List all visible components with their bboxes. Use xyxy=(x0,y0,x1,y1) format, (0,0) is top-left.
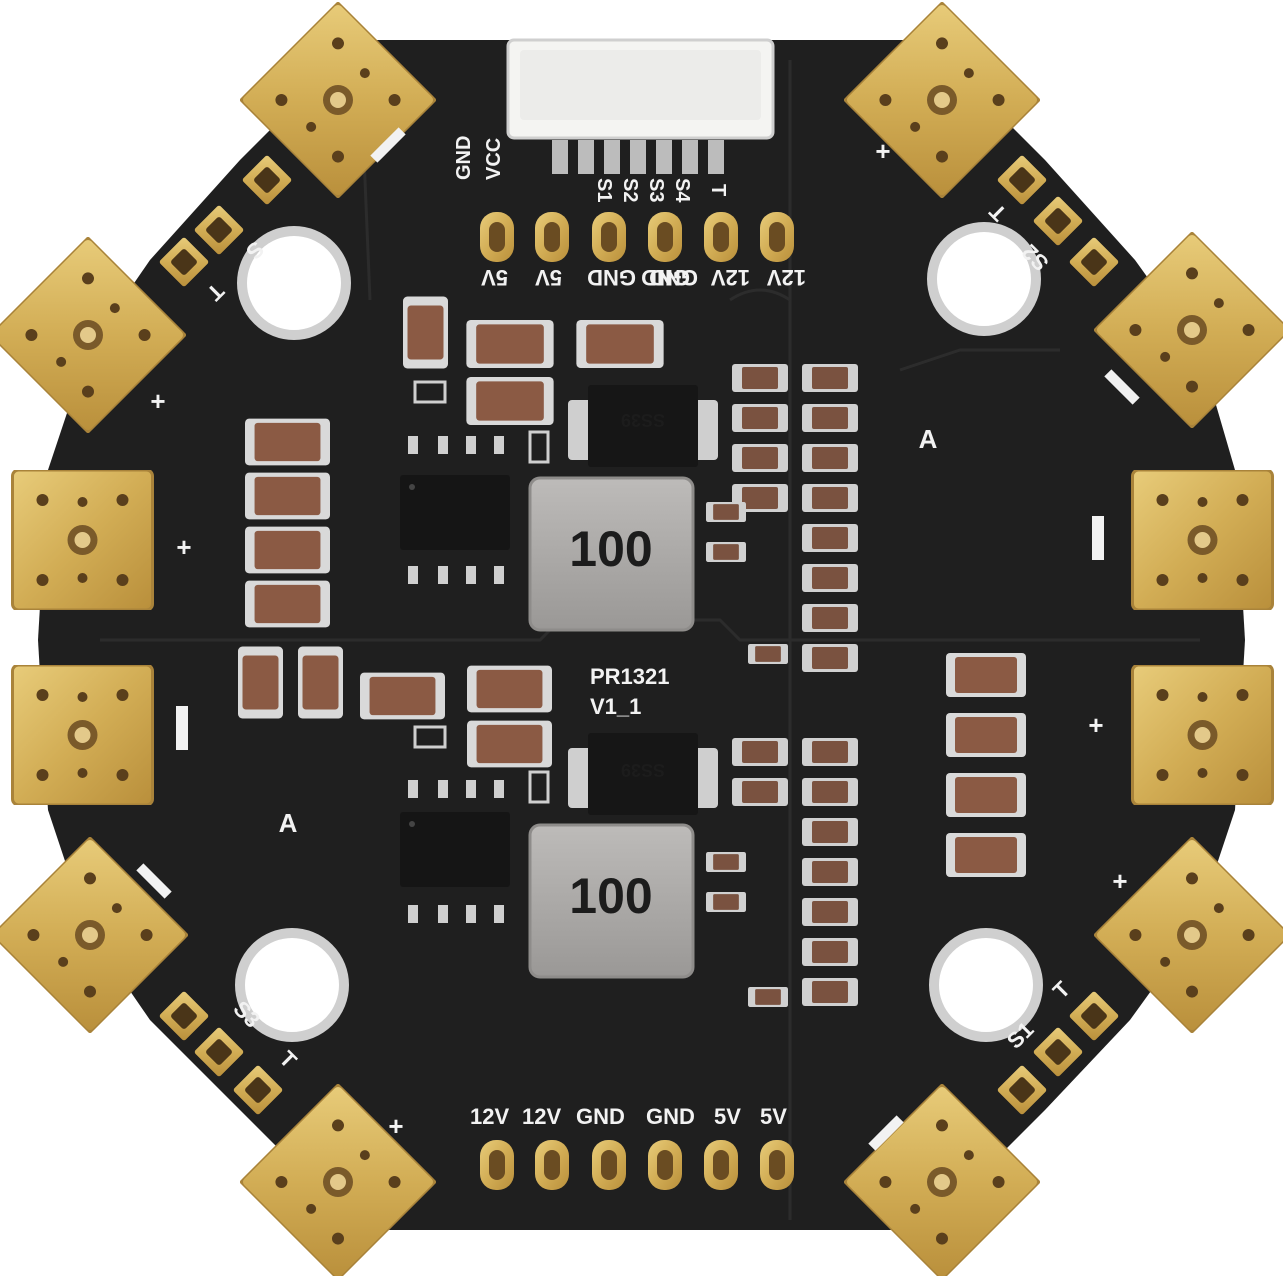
diode-upper xyxy=(568,385,718,467)
board-model-label: PR1321 xyxy=(590,664,670,689)
board-version-label: V1_1 xyxy=(590,694,641,719)
top-jst-connector xyxy=(506,38,775,174)
minus-mark-right-battery xyxy=(1092,516,1104,560)
battery-pad-right-minus xyxy=(1130,470,1275,610)
diode-upper-label: SS39 xyxy=(621,410,665,430)
arrow-mark-left: A xyxy=(279,808,298,838)
bottom-label-4: GND xyxy=(646,1104,695,1129)
jst-label-s4: S4 xyxy=(671,178,693,203)
minus-mark-right-upper xyxy=(1104,369,1140,405)
bottom-label-3: GND xyxy=(576,1104,625,1129)
top-power-labels: 5V 5V GND GND GND 12V 12V xyxy=(481,265,806,290)
plus-mark-left-upper: + xyxy=(150,386,165,416)
top-label-7: 12V xyxy=(767,265,806,290)
minus-mark-bottom-right xyxy=(868,1115,904,1151)
jst-label-s1: S1 xyxy=(593,178,615,202)
top-label-3: GND xyxy=(587,265,636,290)
inductor-lower xyxy=(528,823,695,979)
plus-mark-bottom-left: + xyxy=(388,1111,403,1141)
bottom-label-2: 12V xyxy=(522,1104,561,1129)
diode-lower-label: SS39 xyxy=(621,760,665,780)
inductor-upper xyxy=(528,476,695,632)
polarity-marks: + + + + + + A A xyxy=(136,127,1140,1151)
pcb-body xyxy=(38,40,1245,1230)
plus-mark-left-battery: + xyxy=(176,532,191,562)
top-label-1: 5V xyxy=(481,265,508,290)
bottom-label-6: 5V xyxy=(760,1104,787,1129)
minus-mark-left-lower xyxy=(136,863,172,899)
battery-pad-left-plus xyxy=(10,470,155,610)
jst-label-vcc: VCC xyxy=(483,138,505,180)
top-label-4: GND xyxy=(641,265,690,290)
regulator-ic-upper xyxy=(400,475,510,550)
diode-lower xyxy=(568,733,718,815)
plus-mark-top-right: + xyxy=(875,136,890,166)
top-label-6: 12V xyxy=(711,265,750,290)
minus-mark-left-battery xyxy=(176,706,188,750)
battery-pad-left-minus xyxy=(10,665,155,805)
arrow-mark-right: A xyxy=(919,424,938,454)
inductor-lower-label: 100 xyxy=(569,868,652,924)
bottom-label-1: 12V xyxy=(470,1104,509,1129)
battery-pad-right-plus xyxy=(1130,665,1275,805)
inductor-upper-label: 100 xyxy=(569,521,652,577)
minus-mark-top-left xyxy=(370,127,406,163)
plus-mark-right-battery: + xyxy=(1088,710,1103,740)
tiny-resistors xyxy=(408,380,550,923)
top-label-2: 5V xyxy=(535,265,562,290)
bottom-label-5: 5V xyxy=(714,1104,741,1129)
bottom-power-labels: 12V 12V GND GND 5V 5V xyxy=(470,1104,787,1129)
top-label-5: GND xyxy=(649,265,698,290)
regulator-ic-lower xyxy=(400,812,510,887)
jst-label-gnd: GND xyxy=(453,136,475,180)
jst-label-s2: S2 xyxy=(619,178,641,202)
jst-label-t: T xyxy=(707,184,729,196)
jst-label-s3: S3 xyxy=(645,178,667,202)
mounting-holes xyxy=(235,222,1043,1042)
plus-mark-right-lower: + xyxy=(1112,866,1127,896)
